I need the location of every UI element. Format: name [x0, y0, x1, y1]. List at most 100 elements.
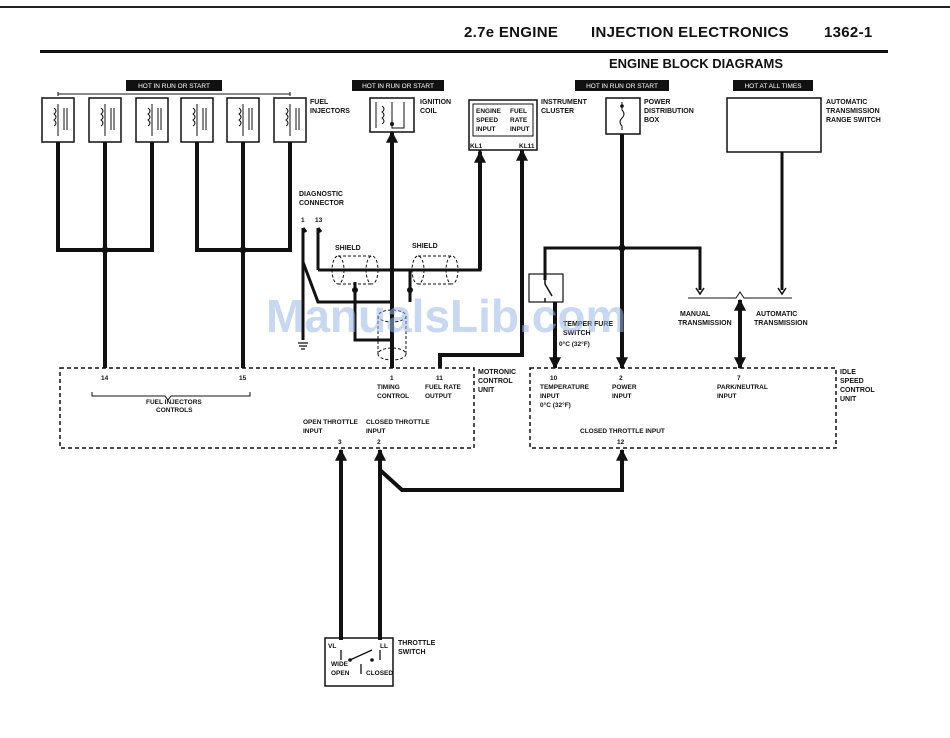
motronic-pin-14: 14	[101, 375, 109, 382]
section-heading: INJECTION ELECTRONICS	[591, 24, 789, 41]
svg-text:CLOSED: CLOSED	[366, 670, 393, 677]
temp-switch-label-2: FURE	[594, 321, 613, 328]
hot-label-power: HOT IN RUN OR START	[575, 80, 669, 91]
idle-temp-label-1: TEMPERATURE	[540, 384, 590, 391]
temperature-switch-box	[528, 273, 564, 303]
shield-label-2: SHIELD	[412, 243, 438, 250]
closed-throttle-label-2: INPUT	[366, 428, 386, 435]
top-rule	[0, 6, 950, 8]
throttle-switch: VL LL WIDE OPEN CLOSED	[324, 637, 394, 687]
svg-text:WIDE: WIDE	[331, 661, 349, 668]
fuel-rate-wire	[438, 148, 528, 368]
page-number: 1362-1	[824, 24, 873, 41]
power-box-label-1: POWER	[644, 99, 670, 106]
hot-label-injectors: HOT IN RUN OR START	[126, 80, 222, 91]
svg-text:HOT IN RUN OR START: HOT IN RUN OR START	[362, 83, 434, 90]
idle-temp-label-3: 0°C (32°F)	[540, 401, 571, 409]
svg-text:KL1: KL1	[470, 143, 483, 150]
svg-text:SPEED: SPEED	[476, 117, 498, 124]
manual-trans-label-1: MANUAL	[680, 311, 711, 318]
motronic-pin-2: 2	[377, 439, 381, 446]
idle-unit-label-3: CONTROL	[840, 387, 875, 394]
svg-text:OPEN: OPEN	[331, 670, 350, 677]
motronic-pin-3: 3	[338, 439, 342, 446]
idle-speed-control-unit	[529, 367, 837, 449]
trans-brace	[688, 291, 792, 299]
fuel-rate-label-2: OUTPUT	[425, 393, 452, 400]
svg-text:INPUT: INPUT	[476, 126, 496, 133]
diagram-title: ENGINE BLOCK DIAGRAMS	[609, 56, 784, 71]
motronic-label-3: UNIT	[478, 387, 495, 394]
trans-switch-label-3: RANGE SWITCH	[826, 117, 881, 124]
hot-label-trans: HOT AT ALL TIMES	[733, 80, 813, 91]
engine-heading: 2.7e ENGINE	[464, 24, 559, 41]
temp-switch-label-4: 0°C (32°F)	[559, 340, 590, 348]
ignition-coil-label-1: IGNITION	[420, 99, 451, 106]
trans-switch-label-1: AUTOMATIC	[826, 99, 867, 106]
diagnostic-label-1: DIAGNOSTIC	[299, 191, 343, 198]
idle-closed-throttle-label: CLOSED THROTTLE INPUT	[580, 428, 665, 435]
timing-label-1: TIMING	[377, 384, 400, 391]
coil-symbol	[375, 102, 405, 129]
instrument-cluster-label-1: INSTRUMENT	[541, 99, 588, 106]
svg-text:HOT IN RUN OR START: HOT IN RUN OR START	[138, 83, 210, 90]
fuel-rate-label-1: FUEL RATE	[425, 384, 462, 391]
idle-unit-label-2: SPEED	[840, 378, 864, 385]
idle-pin-7: 7	[737, 375, 741, 382]
idle-unit-label-4: UNIT	[840, 396, 857, 403]
timing-label-2: CONTROL	[377, 393, 409, 400]
idle-park-label-1: PARK/NEUTRAL	[717, 384, 768, 391]
idle-unit-label-1: IDLE	[840, 369, 856, 376]
motronic-label-1: MOTRONIC	[478, 369, 516, 376]
auto-trans-label-1: AUTOMATIC	[756, 311, 797, 318]
fuel-controls-label-2: CONTROLS	[156, 407, 193, 414]
instrument-cluster-label-2: CLUSTER	[541, 108, 574, 115]
temp-switch-label-3: SWITCH	[563, 330, 591, 337]
svg-text:LL: LL	[380, 643, 388, 650]
diag-pin-13: 13	[315, 217, 323, 224]
header-rule	[40, 50, 888, 53]
idle-power-label-1: POWER	[612, 384, 637, 391]
shield-cables	[331, 255, 459, 361]
injector-wiring	[56, 142, 292, 368]
auto-trans-label-2: TRANSMISSION	[754, 320, 808, 327]
fuel-controls-brace	[91, 392, 251, 401]
motronic-label-2: CONTROL	[478, 378, 513, 385]
diagnostic-label-2: CONNECTOR	[299, 200, 344, 207]
idle-feed-wiring	[543, 152, 784, 290]
fuel-injectors-label-1: FUEL	[310, 99, 329, 106]
trans-range-switch-box	[726, 97, 822, 153]
open-throttle-label-2: INPUT	[303, 428, 323, 435]
throttle-switch-label-1: THROTTLE	[398, 640, 436, 647]
idle-power-label-2: INPUT	[612, 393, 632, 400]
idle-pin-10: 10	[550, 375, 558, 382]
svg-text:RATE: RATE	[510, 117, 528, 124]
fuel-injectors-label-2: INJECTORS	[310, 108, 350, 115]
motronic-pin-15: 15	[239, 375, 247, 382]
svg-text:VL: VL	[328, 643, 336, 650]
injector-coil-symbols	[53, 104, 300, 136]
throttle-switch-label-2: SWITCH	[398, 649, 426, 656]
fuel-controls-label-1: FUEL INJECTORS	[146, 399, 202, 406]
diag-pin-1: 1	[301, 217, 305, 224]
fuel-injector-boxes	[41, 97, 307, 143]
idle-pin-2: 2	[619, 375, 623, 382]
shield-label-1: SHIELD	[335, 245, 361, 252]
idle-temp-label-2: INPUT	[540, 393, 560, 400]
motronic-pin-1: 1	[390, 375, 394, 382]
trans-switch-label-2: TRANSMISSION	[826, 108, 880, 115]
closed-throttle-label-1: CLOSED THROTTLE	[366, 419, 430, 426]
power-box-label-2: DISTRIBUTION	[644, 108, 694, 115]
open-throttle-label-1: OPEN THROTTLE	[303, 419, 359, 426]
svg-text:KL11: KL11	[519, 143, 535, 150]
ignition-coil-label-2: COIL	[420, 108, 437, 115]
svg-text:INPUT: INPUT	[510, 126, 530, 133]
hot-label-coil: HOT IN RUN OR START	[352, 80, 444, 91]
svg-text:FUEL: FUEL	[510, 108, 527, 115]
watermark: ManualsLib.com	[266, 290, 626, 342]
instrument-cluster: ENGINE SPEED INPUT FUEL RATE INPUT KL1 K…	[468, 99, 538, 151]
idle-park-label-2: INPUT	[717, 393, 737, 400]
temp-switch-label-1: TEMPER	[563, 321, 592, 328]
manual-trans-label-2: TRANSMISSION	[678, 320, 732, 327]
